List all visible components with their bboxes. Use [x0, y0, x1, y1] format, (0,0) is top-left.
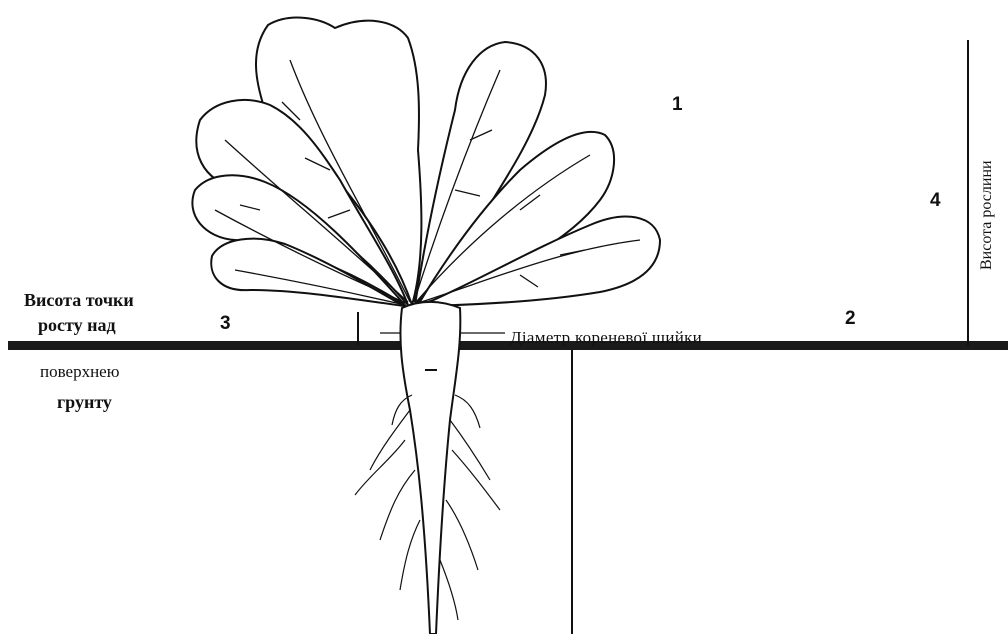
marker-2: 2 — [845, 308, 856, 330]
growth-point-label-line2: росту над — [38, 315, 116, 336]
growth-point-label-line1: Висота точки — [24, 290, 134, 311]
growth-point-label-line4: грунту — [57, 392, 112, 413]
marker-1: 1 — [672, 94, 683, 116]
plant-height-label: Висота рослини — [978, 160, 996, 270]
root-body — [400, 302, 460, 634]
root-collar-diameter-label: Діаметр кореневої шийки — [510, 328, 702, 348]
growth-point-label-line3: поверхнею — [40, 362, 119, 382]
marker-4: 4 — [930, 190, 941, 212]
ground-surface-line — [8, 341, 1008, 350]
marker-3: 3 — [220, 313, 231, 335]
